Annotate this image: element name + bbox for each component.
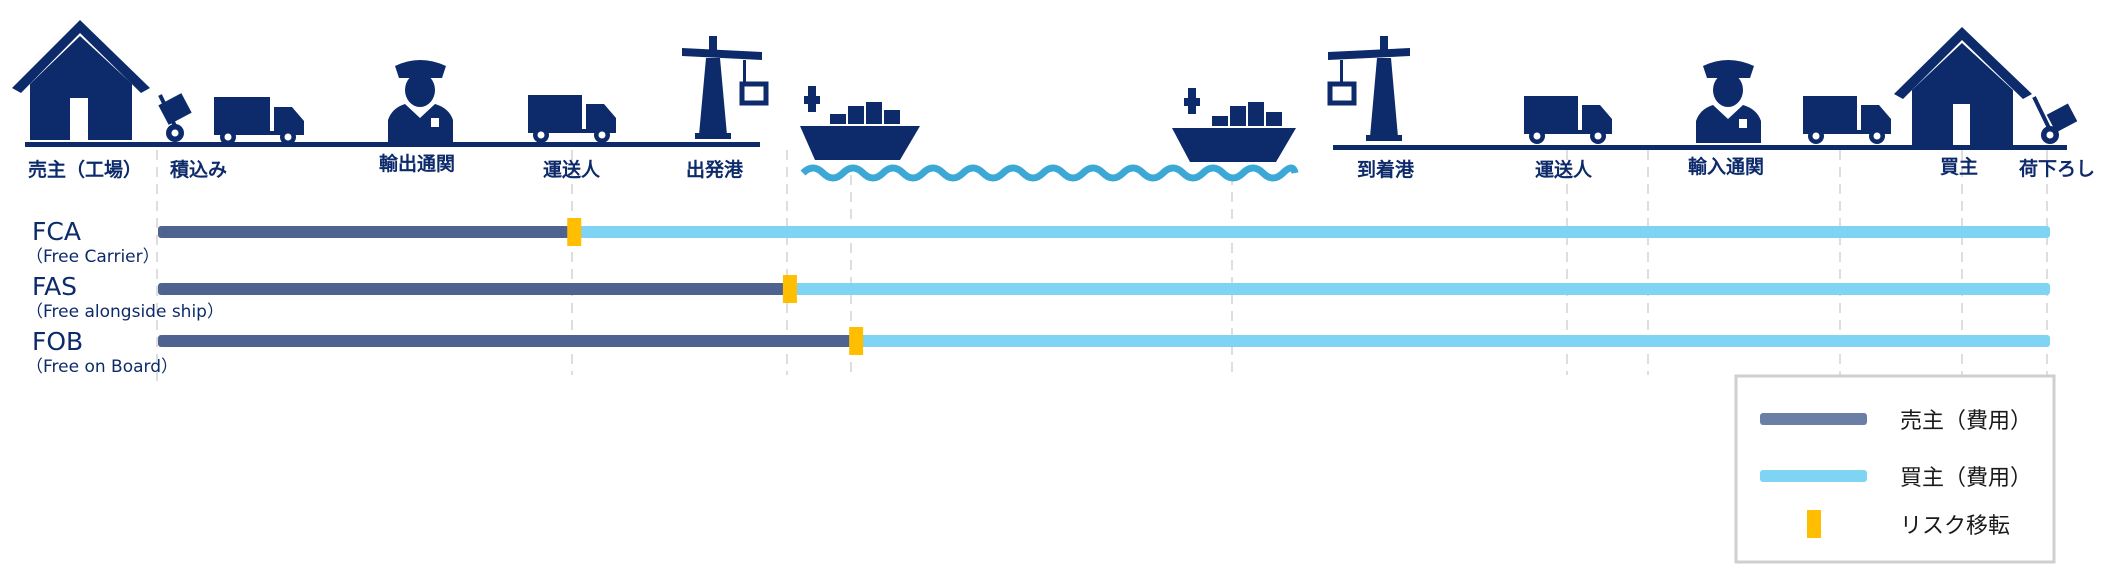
buyer-cost-bar-fas [789,283,2050,295]
legend-label-buyer-cost: 買主（費用） [1900,466,2032,491]
customs-officer-icon-export [388,60,453,142]
legend-swatch-buyer-cost [1760,470,1867,482]
term-code-fob: FOB [32,327,83,356]
seller-cost-bar-fas [158,283,790,295]
stage-label-buyer: 買主 [1940,156,1978,178]
customs-officer-icon-import [1696,60,1761,143]
stage-label-seller: 売主（工場） [28,158,142,181]
term-bar-fca [158,218,2050,246]
truck-icon-1 [214,97,304,145]
ground-line-import [1333,145,2067,150]
stage-label-unloading: 荷下ろし [2019,157,2095,180]
hand-truck-icon [158,93,192,142]
hand-truck-icon-unloading [2032,96,2078,144]
risk-transfer-marker-fas [782,275,797,303]
port-crane-icon-arrival [1327,36,1410,141]
buyer-cost-bar-fob [856,335,2051,347]
truck-icon-3 [1524,96,1612,144]
seller-cost-bar-fca [158,226,575,238]
legend-label-seller-cost: 売主（費用） [1900,409,2032,434]
legend-swatch-seller-cost [1760,413,1867,425]
term-full-fob: （Free on Board） [26,357,178,377]
term-code-fas: FAS [32,272,77,301]
term-bar-fas [158,275,2050,303]
stage-label-arrival-port: 到着港 [1357,158,1415,181]
stage-label-import-customs: 輸入通関 [1688,155,1764,178]
stage-label-carrier-import: 運送人 [1535,158,1593,181]
guide-lines [156,150,2048,385]
cargo-ship-icon-departure [800,86,920,160]
truck-icon-2 [528,95,616,143]
stage-label-loading: 積込み [170,158,227,181]
risk-transfer-marker-fob [849,327,864,355]
stage-label-export-customs: 輸出通関 [379,152,455,175]
buyer-cost-bar-fca [574,226,2050,238]
seller-cost-bar-fob [158,335,857,347]
truck-icon-4 [1803,96,1891,144]
sea-wave [800,164,1299,182]
legend: 売主（費用） 買主（費用） リスク移転 [1734,374,2056,564]
term-full-fas: （Free alongside ship） [26,302,224,322]
seller-house-icon [12,20,150,140]
stage-label-departure-port: 出発港 [686,158,744,181]
buyer-house-icon [1894,27,2032,146]
port-crane-icon-departure [682,36,769,139]
term-bar-fob [158,327,2051,355]
stage-label-carrier-export: 運送人 [543,158,601,181]
legend-frame [1734,374,2056,564]
legend-swatch-risk-transfer [1807,510,1821,538]
risk-transfer-marker-fca [567,218,582,246]
term-full-fca: （Free Carrier） [26,247,160,267]
ground-line-export [25,142,760,147]
term-code-fca: FCA [32,217,81,246]
legend-label-risk-transfer: リスク移転 [1900,514,2010,539]
cargo-ship-icon-arrival [1172,88,1296,162]
